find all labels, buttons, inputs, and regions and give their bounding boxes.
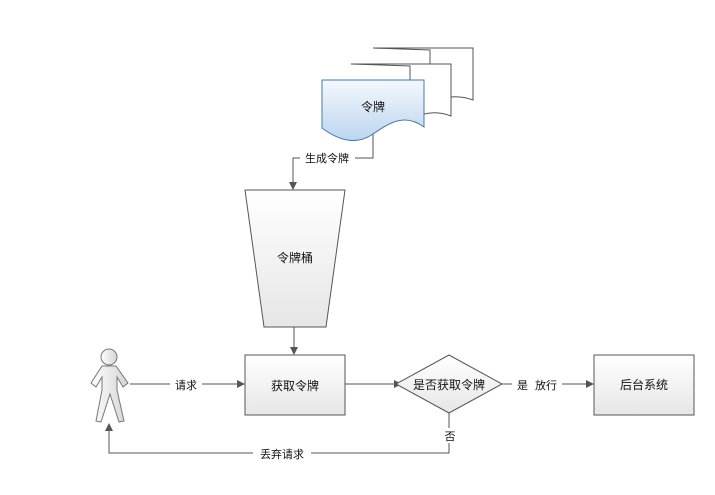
token-documents-node: 令牌 <box>321 47 474 142</box>
edge-generate-token: 生成令牌 <box>289 134 374 190</box>
decision-label: 是否获取令牌 <box>413 377 485 392</box>
request-label: 请求 <box>175 379 197 392</box>
token-bucket-node: 令牌桶 <box>244 189 346 328</box>
get-token-label: 获取令牌 <box>271 378 319 393</box>
edge-request: 请求 <box>130 377 245 392</box>
discard-request-label: 丢弃请求 <box>260 447 304 461</box>
person-icon <box>90 348 129 423</box>
get-token-node: 获取令牌 <box>244 354 346 416</box>
backend-label: 后台系统 <box>620 377 668 392</box>
edge-no-discard: 否 丢弃请求 <box>105 413 457 461</box>
edge-bucket-to-get-token <box>290 327 298 355</box>
token-documents-label: 令牌 <box>361 99 385 114</box>
edge-yes-pass: 是 放行 <box>502 377 594 392</box>
token-bucket-label: 令牌桶 <box>277 250 313 265</box>
backend-node: 后台系统 <box>593 354 695 416</box>
edge-get-token-to-decision <box>345 380 402 388</box>
generate-token-label: 生成令牌 <box>305 151 349 165</box>
decision-node: 是否获取令牌 <box>394 354 504 414</box>
yes-pass-label: 是 放行 <box>517 378 557 392</box>
no-label: 否 <box>445 430 456 443</box>
